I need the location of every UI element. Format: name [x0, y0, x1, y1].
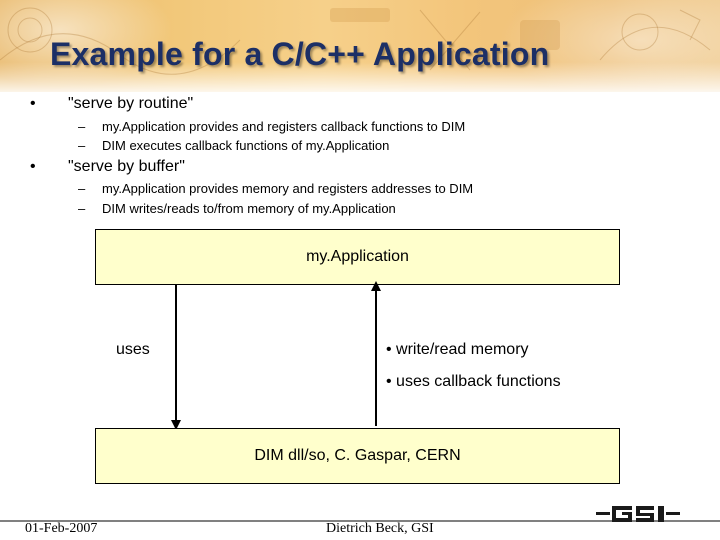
sub-bullet-text: DIM executes callback functions of my.Ap… [102, 138, 390, 153]
dash-marker: – [78, 201, 86, 216]
my-application-label: my.Application [306, 248, 409, 265]
footer-date: 01-Feb-2007 [25, 521, 98, 536]
dash-marker: – [78, 119, 86, 134]
sub-bullet: – my.Application provides and registers c… [78, 119, 465, 134]
header-decoration [0, 7, 711, 75]
my-application-box: my.Application [95, 229, 620, 285]
sub-bullet-text: DIM writes/reads to/from memory of my.Ap… [102, 201, 396, 216]
header-banner [0, 0, 720, 92]
sub-bullet-text: my.Application provides memory and regis… [102, 181, 474, 196]
bullet-serve-by-routine: • "serve by routine" [30, 95, 193, 113]
footer-divider [0, 520, 720, 522]
slide-title: Example for a C/C++ Application [50, 36, 550, 72]
bullet-marker: • [30, 95, 36, 112]
footer-author: Dietrich Beck, GSI [326, 521, 434, 536]
gsi-logo [596, 506, 680, 522]
uses-callback-functions-label: • uses callback functions [386, 373, 561, 390]
sub-bullet: – DIM writes/reads to/from memory of my.A… [78, 201, 396, 216]
dim-library-box: DIM dll/so, C. Gaspar, CERN [95, 428, 620, 484]
sub-bullet-text: my.Application provides and registers ca… [102, 119, 466, 134]
sub-bullet: – my.Application provides memory and regi… [78, 181, 473, 196]
dash-marker: – [78, 138, 86, 153]
uses-label: uses [116, 341, 150, 358]
bullet-text: "serve by buffer" [68, 158, 185, 175]
write-read-memory-label: • write/read memory [386, 341, 529, 358]
dash-marker: – [78, 181, 86, 196]
bullet-marker: • [30, 158, 36, 175]
sub-bullet: – DIM executes callback functions of my.A… [78, 138, 389, 153]
bullet-serve-by-buffer: • "serve by buffer" [30, 158, 185, 176]
dim-library-label: DIM dll/so, C. Gaspar, CERN [254, 447, 461, 464]
bullet-text: "serve by routine" [68, 95, 194, 112]
